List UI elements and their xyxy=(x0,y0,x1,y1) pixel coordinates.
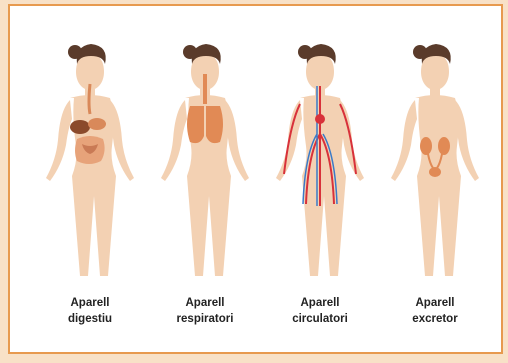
excretory-system-icon xyxy=(380,24,490,294)
figure-respiratory xyxy=(150,24,260,294)
caption-line1: Aparell xyxy=(31,295,149,311)
caption-digestive: Aparell digestiu xyxy=(31,295,149,327)
caption-line1: Aparell xyxy=(376,295,494,311)
respiratory-system-icon xyxy=(150,24,260,294)
figure-circulatory xyxy=(265,24,375,294)
caption-line2: circulatori xyxy=(261,311,379,327)
caption-line2: digestiu xyxy=(31,311,149,327)
caption-circulatory: Aparell circulatori xyxy=(261,295,379,327)
circulatory-system-icon xyxy=(265,24,375,294)
figure-excretory xyxy=(380,24,490,294)
caption-line2: excretor xyxy=(376,311,494,327)
figure-digestive xyxy=(35,24,145,294)
diagram-frame: Aparell digestiu Aparell respiratori Apa… xyxy=(8,4,503,354)
caption-respiratory: Aparell respiratori xyxy=(146,295,264,327)
digestive-system-icon xyxy=(35,24,145,294)
caption-line1: Aparell xyxy=(261,295,379,311)
caption-excretory: Aparell excretor xyxy=(376,295,494,327)
caption-line1: Aparell xyxy=(146,295,264,311)
caption-line2: respiratori xyxy=(146,311,264,327)
